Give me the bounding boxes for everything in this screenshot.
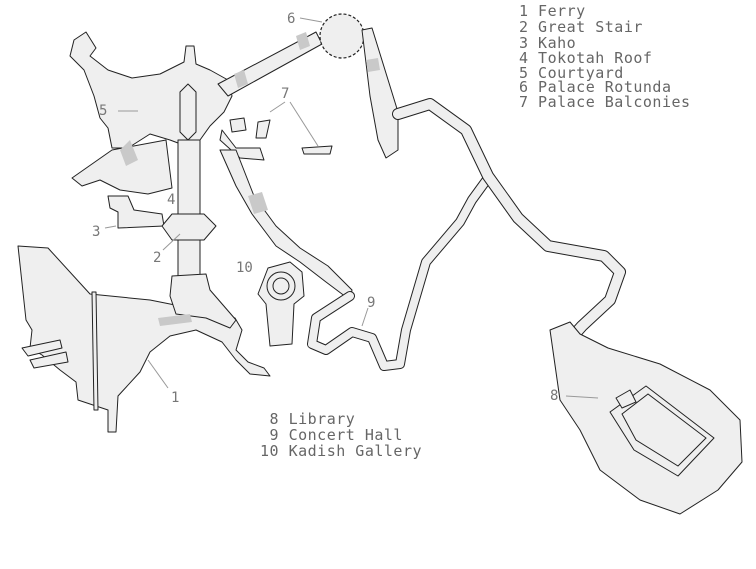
library-road-fill: [393, 99, 625, 349]
ferry-boardwalk: [91, 291, 99, 411]
callout-7: 7: [281, 86, 289, 102]
great-stair: [177, 139, 201, 277]
balcony-2: [255, 119, 271, 139]
callout-6: 6: [287, 11, 295, 27]
concert-hall-path-fill: [308, 174, 492, 370]
library-annex: [615, 389, 637, 409]
rotunda-road: [361, 27, 399, 159]
legend-item-courtyard: 5 Courtyard: [519, 64, 624, 82]
callout-1: 1: [171, 390, 179, 406]
callout-10: 10: [236, 260, 253, 276]
legend-item-kaho: 3 Kaho: [519, 34, 576, 52]
balcony-3: [301, 145, 333, 155]
great-stair-hub: [161, 213, 217, 241]
palace-rotunda: [319, 13, 365, 59]
legend-item-ferry: 1 Ferry: [519, 2, 586, 20]
legend-item-great-stair: 2 Great Stair: [519, 18, 643, 36]
callout-5: 5: [99, 103, 107, 119]
legend-item-concert-hall: 9 Concert Hall: [260, 426, 403, 444]
callout-9: 9: [367, 295, 375, 311]
ferry-piers: [21, 339, 69, 369]
balcony-4: [219, 129, 265, 161]
kadish-gallery-core: [272, 277, 290, 295]
kadish-gallery-ring: [266, 271, 296, 301]
legend-top: 1 Ferry 2 Great Stair 3 Kaho 4 Tokotah R…: [519, 2, 691, 111]
callout-8: 8: [550, 388, 558, 404]
kadish-gallery: [257, 261, 305, 347]
callout-3: 3: [92, 224, 100, 240]
legend-item-kadish-gallery: 10 Kadish Gallery: [260, 442, 422, 460]
library-hall: [621, 393, 707, 467]
legend-item-palace-rotunda: 6 Palace Rotunda: [519, 78, 672, 96]
callout-2: 2: [153, 250, 161, 266]
kaho-area: [107, 195, 165, 229]
callout-4: 4: [167, 192, 175, 208]
legend-bottom: 8 Library 9 Concert Hall 10 Kadish Galle…: [260, 410, 422, 460]
library-building: [609, 385, 715, 477]
ferry-area: [17, 245, 271, 433]
library-road: [392, 98, 626, 350]
courtyard-area: [69, 31, 233, 149]
legend-item-library: 8 Library: [260, 410, 355, 428]
legend-item-palace-balconies: 7 Palace Balconies: [519, 93, 691, 111]
balcony-1: [229, 117, 247, 133]
courtyard-inner: [179, 83, 197, 141]
legend-item-tokotah-roof: 4 Tokotah Roof: [519, 49, 652, 67]
